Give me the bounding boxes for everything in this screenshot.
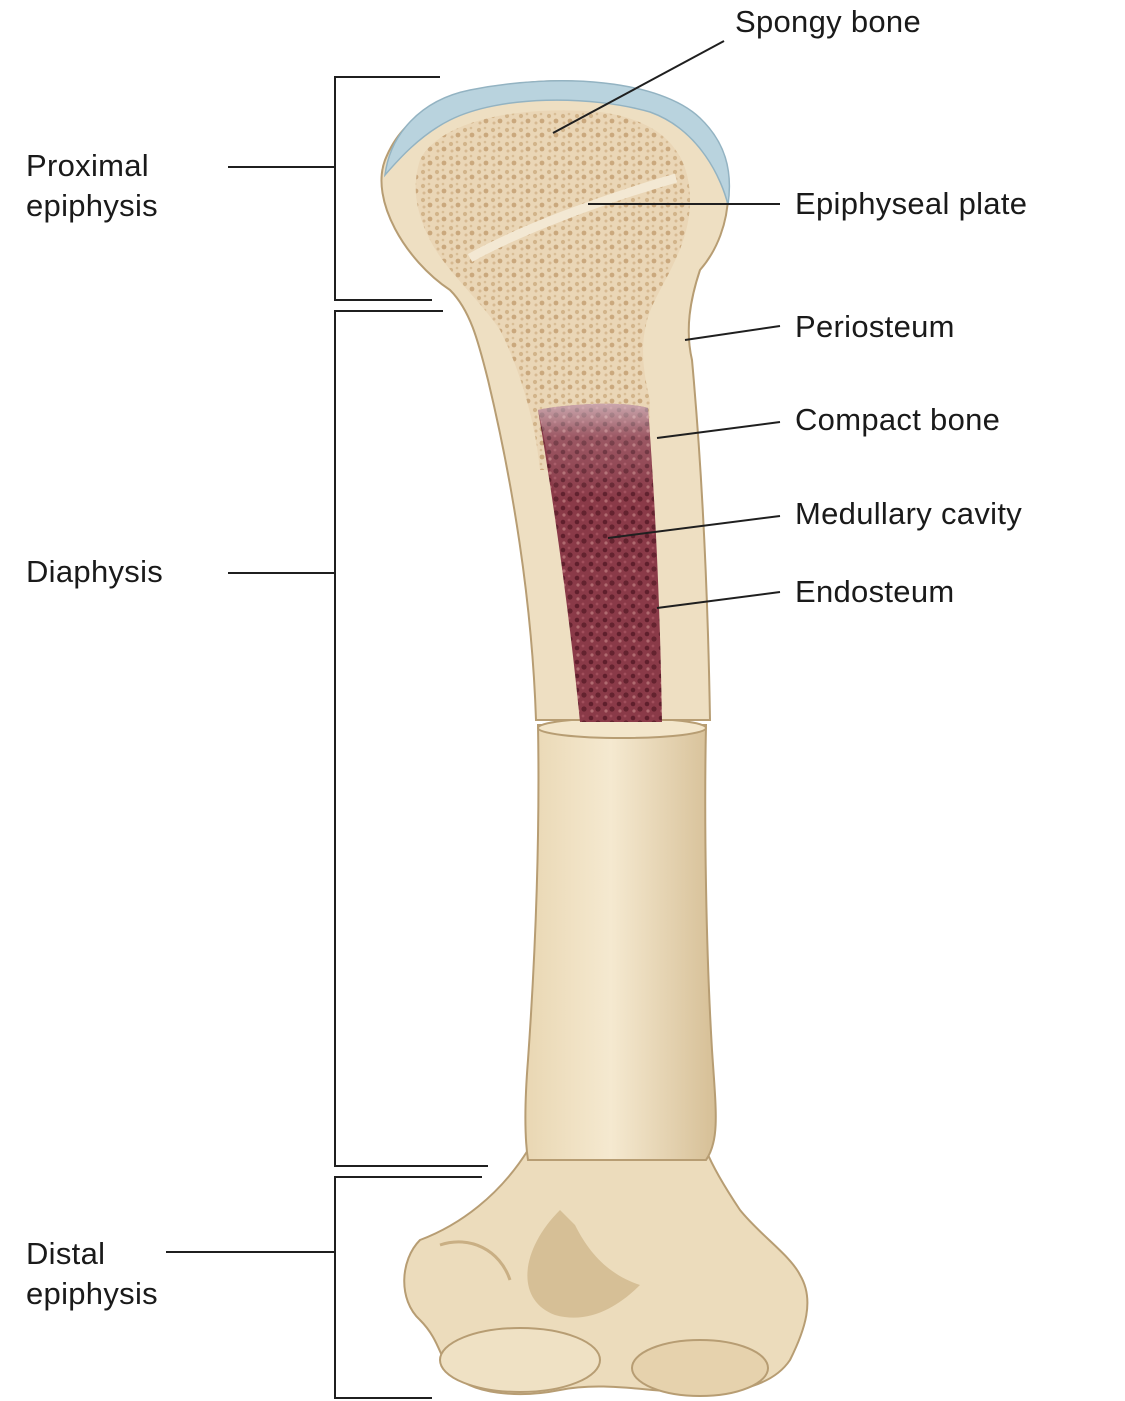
proximal-section bbox=[381, 81, 729, 722]
diaphysis-shaft bbox=[525, 718, 715, 1160]
label-epiphyseal-plate: Epiphyseal plate bbox=[795, 184, 1027, 224]
distal-epiphysis-shape bbox=[404, 1150, 807, 1396]
label-distal-epiphysis: Distal epiphysis bbox=[26, 1234, 158, 1314]
label-distal-epiphysis-line-1: Distal bbox=[26, 1234, 158, 1274]
bracket-diaphysis bbox=[335, 311, 488, 1166]
label-proximal-epiphysis-line-1: Proximal bbox=[26, 146, 158, 186]
label-distal-epiphysis-line-2: epiphysis bbox=[26, 1274, 158, 1314]
label-spongy-bone: Spongy bone bbox=[735, 2, 921, 42]
label-endosteum: Endosteum bbox=[795, 572, 955, 612]
label-compact-bone: Compact bone bbox=[795, 400, 1000, 440]
label-proximal-epiphysis: Proximal epiphysis bbox=[26, 146, 158, 226]
label-medullary-cavity: Medullary cavity bbox=[795, 494, 1022, 534]
label-proximal-epiphysis-line-2: epiphysis bbox=[26, 186, 158, 226]
leader-periosteum bbox=[685, 326, 780, 340]
label-periosteum: Periosteum bbox=[795, 307, 955, 347]
label-diaphysis: Diaphysis bbox=[26, 552, 163, 592]
